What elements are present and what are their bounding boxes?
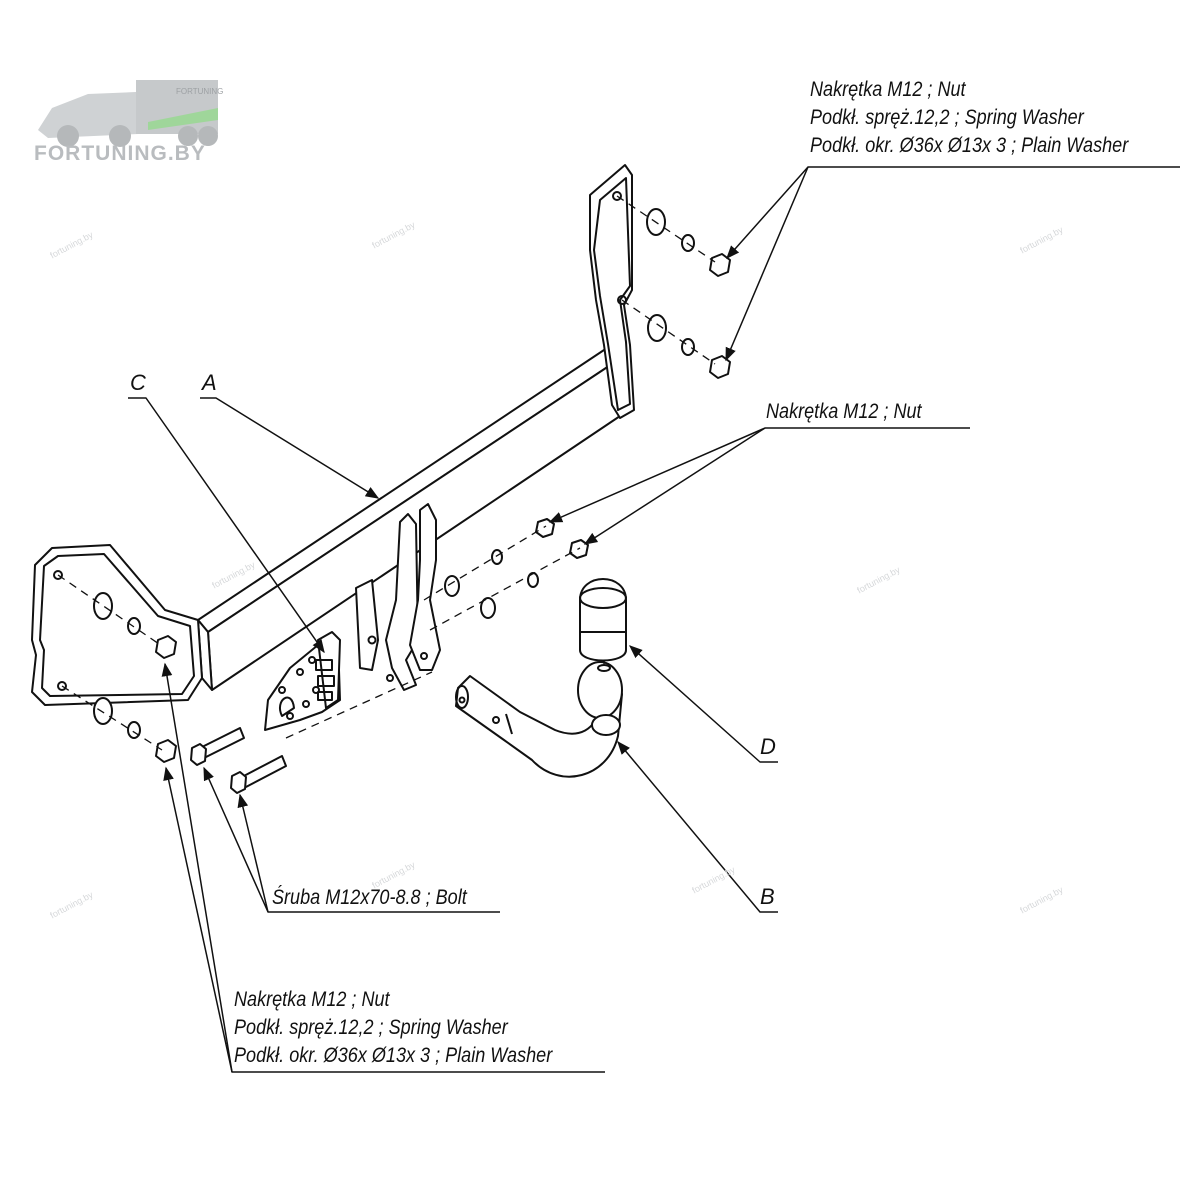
logo-trailer-text: FORTUNING — [176, 87, 223, 96]
right-mounting-bracket — [589, 164, 635, 419]
callout-line: Podkł. okr. Ø36x Ø13x 3 ; Plain Washer — [810, 134, 1129, 157]
fortuning-logo-graphic: FORTUNING — [38, 80, 223, 147]
label-c: C — [130, 370, 146, 395]
ball-cap-d — [579, 578, 627, 662]
callout-line: Podkł. okr. Ø36x Ø13x 3 ; Plain Washer — [234, 1044, 553, 1067]
callout-line: Podkł. spręż.12,2 ; Spring Washer — [810, 106, 1084, 129]
label-d: D — [760, 734, 776, 759]
assembly-axes — [57, 195, 716, 751]
callout-line: Nakrętka M12 ; Nut — [766, 400, 922, 423]
ball-arm-b — [455, 661, 623, 778]
callout-line: Śruba M12x70-8.8 ; Bolt — [272, 886, 467, 909]
callout-line: Podkł. spręż.12,2 ; Spring Washer — [234, 1016, 508, 1039]
leader-lines — [128, 166, 1180, 1073]
callout-line: Nakrętka M12 ; Nut — [810, 78, 966, 101]
left-mounting-bracket — [31, 544, 203, 706]
callout-line: Nakrętka M12 ; Nut — [234, 988, 390, 1011]
logo-text: FORTUNING.BY — [34, 142, 206, 165]
label-a: A — [202, 370, 217, 395]
label-b: B — [760, 884, 775, 909]
